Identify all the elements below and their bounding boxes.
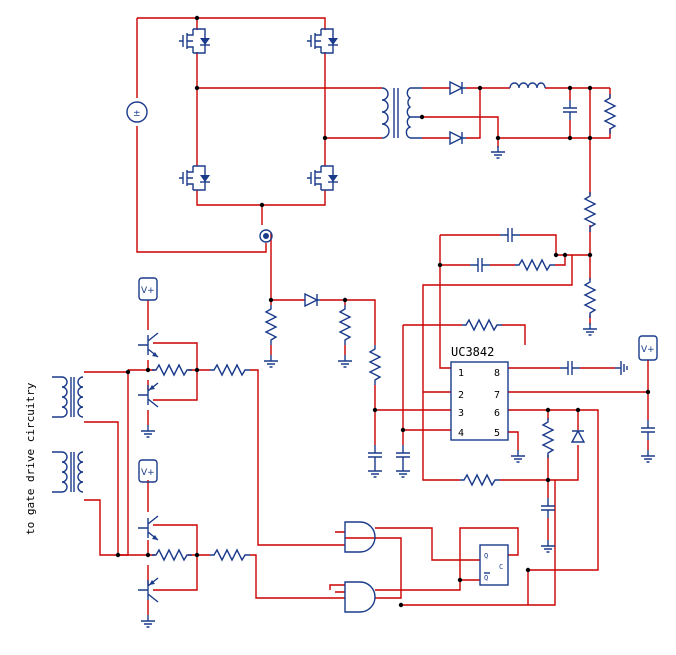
pin-5-label: 5 <box>494 428 500 439</box>
pin-4-label: 4 <box>458 428 464 439</box>
rectifier-diode-d1-symbol <box>449 80 466 96</box>
junction-dots <box>115 15 651 608</box>
rectifier-diode-d2-symbol <box>449 130 466 146</box>
sense-burden-resistor-symbol <box>265 304 277 346</box>
supply-flag-upper: V+ <box>138 277 158 301</box>
mosfet-q3-symbol <box>178 165 211 191</box>
upper-base-resistor-symbol <box>151 364 193 376</box>
uc3842-chip: UC3842 1 2 3 4 8 7 6 5 <box>450 345 509 441</box>
pin-1-label: 1 <box>458 368 464 379</box>
rt-feedback-resistor-symbol <box>461 319 503 331</box>
timing-ground-symbol <box>540 539 556 553</box>
flipflop-qbar-pin-label: Q <box>484 574 488 582</box>
current-sense-transformer-symbol <box>259 229 273 243</box>
comp-ground-capacitor-symbol <box>395 444 411 466</box>
flip-flop-symbol <box>479 544 509 586</box>
vcc-capacitor-symbol <box>640 419 656 441</box>
gate-drive-side-label: to gate drive circuitry <box>24 382 37 535</box>
upper-npn-transistor-symbol <box>137 332 159 358</box>
sense-ground-1-symbol <box>263 354 279 368</box>
sense-filter-capacitor-symbol <box>367 444 383 466</box>
and-gate-2-symbol <box>344 581 376 613</box>
sense-diode-symbol <box>304 292 320 308</box>
vref-capacitor-symbol <box>559 360 581 376</box>
feedback-resistor-bottom-symbol <box>584 277 596 319</box>
chip-ground-symbol <box>510 449 526 463</box>
lower-npn-transistor-symbol <box>137 515 159 541</box>
clamp-diode-symbol <box>570 429 586 443</box>
upper-input-resistor-symbol <box>209 364 251 376</box>
flipflop-q-pin-label: Q <box>484 552 488 560</box>
supply-label-upper: V+ <box>141 286 155 296</box>
mosfet-q2-symbol <box>306 28 339 54</box>
upper-driver-ground-symbol <box>140 424 156 438</box>
mosfet-q4-symbol <box>306 165 339 191</box>
secondary-ground-symbol <box>490 145 506 159</box>
comp-cap-ground-symbol <box>395 464 411 478</box>
components: ± <box>52 28 656 628</box>
pin-8-label: 8 <box>494 368 500 379</box>
gate-transformer-1-symbol <box>61 376 84 418</box>
and-gate-1-symbol <box>344 521 376 553</box>
gate-transformer-2-symbol <box>61 451 84 493</box>
sense-ground-2-symbol <box>337 354 353 368</box>
comp-capacitor-1-symbol <box>499 227 521 243</box>
upper-pnp-transistor-symbol <box>137 382 159 408</box>
supply-flag-right: V+ <box>638 335 658 361</box>
rt-timing-resistor-symbol <box>459 474 501 486</box>
gate-pulldown-resistor-symbol <box>542 417 554 459</box>
lower-driver-ground-symbol <box>140 614 156 628</box>
supply-label-right: V+ <box>641 345 655 355</box>
feedback-ground-symbol <box>582 322 598 336</box>
comp-resistor-symbol <box>514 259 556 271</box>
sense-filter-resistor-symbol <box>369 344 381 386</box>
timing-capacitor-symbol <box>540 497 556 519</box>
supply-label-lower: V+ <box>141 468 155 478</box>
uc3842-title: UC3842 <box>451 345 494 359</box>
power-transformer-symbol <box>381 87 422 139</box>
pin-2-label: 2 <box>458 390 464 401</box>
output-inductor-symbol <box>509 82 546 89</box>
output-capacitor-symbol <box>562 99 578 121</box>
sense-filter-ground-symbol <box>367 464 383 478</box>
pin-3-label: 3 <box>458 408 464 419</box>
svg-text:±: ± <box>133 109 141 119</box>
pin-7-label: 7 <box>494 390 500 401</box>
pin-6-label: 6 <box>494 408 500 419</box>
supply-flag-lower: V+ <box>138 459 158 483</box>
vref-ground-symbol <box>615 361 628 375</box>
sense-resistor-2-symbol <box>339 304 351 346</box>
comp-capacitor-2-symbol <box>469 257 491 273</box>
ac-source-symbol: ± <box>126 101 148 123</box>
wiring <box>84 17 649 615</box>
uc3842-body <box>450 361 509 441</box>
lower-input-resistor-symbol <box>209 549 251 561</box>
vcc-ground-symbol <box>640 449 656 463</box>
mosfet-q1-symbol <box>178 28 211 54</box>
flipflop-clock-pin-label: C <box>499 563 503 571</box>
lower-base-resistor-symbol <box>151 549 193 561</box>
